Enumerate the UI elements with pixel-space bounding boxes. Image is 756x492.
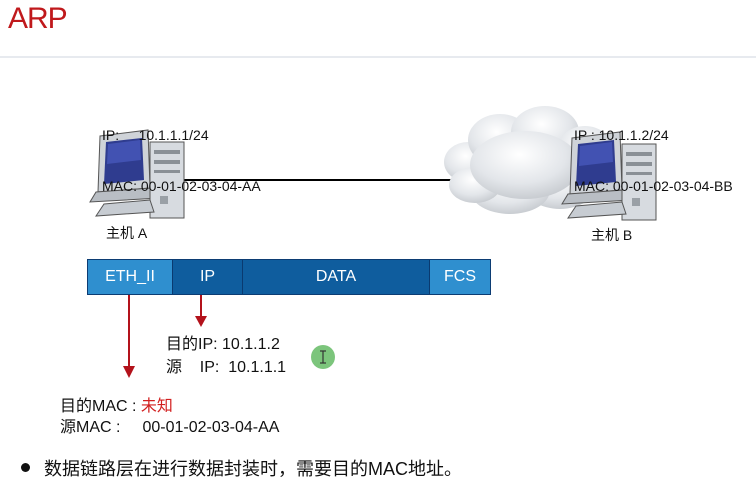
frame-segment-fcs: FCS (430, 260, 490, 294)
host-a-ip: IP: 10.1.1.1/24 (102, 127, 209, 143)
mac-src-row: 源MAC : 00-01-02-03-04-AA (60, 413, 279, 437)
host-b-info: IP : 10.1.1.2/24 MAC: 00-01-02-03-04-BB (574, 93, 733, 212)
cursor-highlight (311, 345, 335, 369)
host-b-ip: IP : 10.1.1.2/24 (574, 127, 669, 143)
ip-dest-value: : 10.1.1.2 (213, 336, 280, 353)
page-title: ARP (8, 2, 68, 35)
mac-dest-value: 未知 (140, 398, 173, 415)
mac-dest-sep: : (127, 398, 141, 415)
host-b-mac: MAC: 00-01-02-03-04-BB (574, 178, 733, 194)
computer-icon-host-b (561, 131, 657, 221)
host-a-mac: MAC: 00-01-02-03-04-AA (102, 178, 261, 194)
bullet-text: 数据链路层在进行数据封装时，需要目的MAC地址。 (44, 459, 462, 479)
arrow-eth-header (123, 294, 135, 378)
computer-icon-host-a (89, 129, 185, 219)
mac-dest-row: 目的MAC : 未知 (60, 392, 173, 416)
frame-segment-eth: ETH_II (88, 260, 173, 294)
mac-src-label: 源MAC : (60, 419, 121, 436)
bullet-dot (21, 463, 30, 472)
ip-src-label: 源 IP (166, 359, 215, 376)
text-cursor-icon (320, 350, 326, 364)
host-a-name: 主机 A (106, 225, 148, 241)
title-divider (0, 56, 756, 58)
ip-src-value: : 10.1.1.1 (214, 359, 287, 376)
frame-segment-data: DATA (243, 260, 430, 294)
ip-dest-row: 目的IP: 10.1.1.2 (166, 330, 280, 354)
arrow-ip-header (195, 294, 207, 327)
ip-dest-label: 目的IP (166, 336, 214, 353)
host-b-name: 主机 B (591, 227, 633, 243)
ethernet-frame: ETH_II IP DATA FCS (88, 260, 490, 294)
frame-segment-ip: IP (173, 260, 243, 294)
host-a-info: IP: 10.1.1.1/24 MAC: 00-01-02-03-04-AA (102, 93, 261, 212)
mac-dest-label: 目的MAC (60, 398, 128, 415)
mac-src-value: 00-01-02-03-04-AA (142, 419, 280, 436)
ip-src-row: 源 IP: 10.1.1.1 (166, 353, 286, 377)
